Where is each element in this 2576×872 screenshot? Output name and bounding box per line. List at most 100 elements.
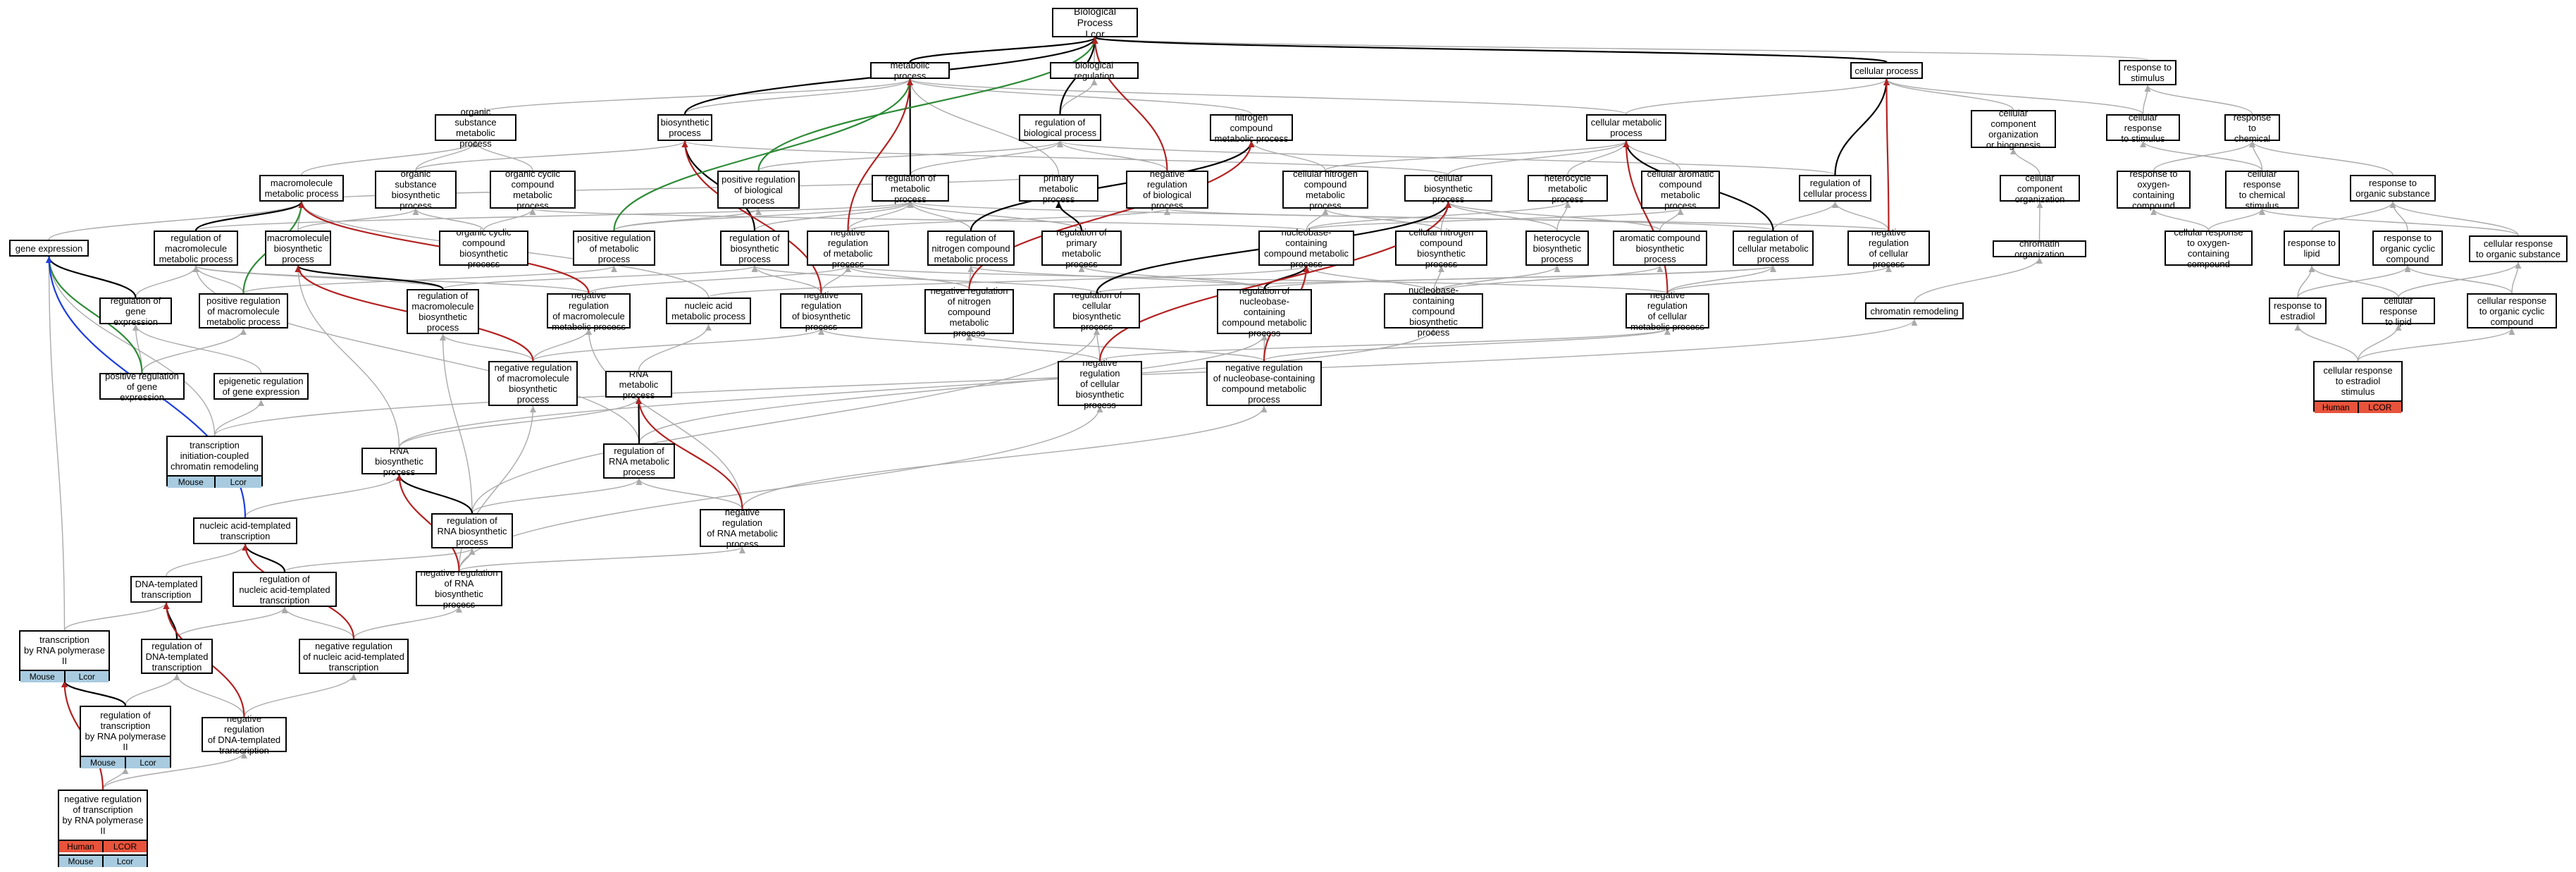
node-label: cellular response to oxygen-containing c… bbox=[2174, 227, 2243, 269]
go-node-reg-macro-met[interactable]: regulation of macromolecule metabolic pr… bbox=[154, 231, 238, 266]
go-node-n-met[interactable]: nitrogen compound metabolic process bbox=[1210, 112, 1293, 144]
go-node-bp[interactable]: Biological Process Lcor bbox=[1052, 6, 1138, 39]
go-node-epi-reg[interactable]: epigenetic regulation of gene expression bbox=[213, 373, 309, 400]
go-node-reg-dna-tx[interactable]: regulation of DNA-templated transcriptio… bbox=[141, 639, 213, 674]
go-node-reg-cell-bios[interactable]: regulation of cellular biosynthetic proc… bbox=[1053, 290, 1140, 332]
go-node-chrom-remod[interactable]: chromatin remodeling bbox=[1865, 302, 1964, 319]
go-node-nb-bios[interactable]: nucleobase-containing compound biosynthe… bbox=[1384, 285, 1483, 338]
go-node-arom-bios[interactable]: aromatic compound biosynthetic process bbox=[1613, 231, 1707, 266]
go-node-reg-bio[interactable]: regulation of biological process bbox=[1019, 114, 1101, 141]
go-node-cell-resp-chem[interactable]: cellular response to chemical stimulus bbox=[2225, 168, 2299, 211]
go-node-cell-resp-oxy[interactable]: cellular response to oxygen-containing c… bbox=[2165, 227, 2253, 269]
go-node-nb-met[interactable]: nucleobase-containing compound metabolic… bbox=[1258, 227, 1354, 269]
go-node-reg-n-met[interactable]: regulation of nitrogen compound metaboli… bbox=[927, 231, 1015, 266]
node-label: response to estradiol bbox=[2274, 300, 2322, 321]
go-node-tic-chrom[interactable]: transcription initiation-coupled chromat… bbox=[166, 436, 263, 488]
go-node-resp-orgsub[interactable]: response to organic substance bbox=[2350, 175, 2436, 202]
go-node-reg-cell[interactable]: regulation of cellular process bbox=[1799, 175, 1871, 202]
go-node-cell-arom-met[interactable]: cellular aromatic compound metabolic pro… bbox=[1641, 168, 1720, 211]
go-node-neg-reg-bio[interactable]: negative regulation of biological proces… bbox=[1126, 168, 1208, 211]
go-node-reg-bios[interactable]: regulation of biosynthetic process bbox=[720, 231, 789, 266]
edge-reg_macro_bios-to-macro_bios bbox=[295, 264, 444, 290]
go-node-resp-stim[interactable]: response to stimulus bbox=[2119, 60, 2176, 85]
go-node-resp-oxy[interactable]: response to oxygen-containing compound bbox=[2117, 168, 2191, 211]
go-node-resp-estradiol[interactable]: response to estradiol bbox=[2269, 297, 2327, 324]
go-node-neg-reg-rna-met[interactable]: negative regulation of RNA metabolic pro… bbox=[700, 507, 785, 549]
go-node-bioreg[interactable]: biological regulation bbox=[1050, 60, 1139, 81]
go-node-gene-expr[interactable]: gene expression bbox=[9, 240, 89, 257]
go-node-macro-bios[interactable]: macromolecule biosynthetic process bbox=[265, 231, 331, 266]
go-node-cellular[interactable]: cellular process bbox=[1850, 62, 1923, 79]
edge-neg_reg_dna_tx-to-reg_dna_tx bbox=[173, 673, 245, 718]
go-node-resp-orgcyc[interactable]: response to organic cyclic compound bbox=[2372, 231, 2443, 266]
go-node-ccob[interactable]: cellular component organization or bioge… bbox=[1971, 108, 2056, 150]
go-node-chrom-org[interactable]: chromatin organization bbox=[1993, 238, 2086, 259]
go-node-neg-reg-macro-bios[interactable]: negative regulation of macromolecule bio… bbox=[488, 361, 578, 406]
go-node-hetcyc-met[interactable]: heterocycle metabolic process bbox=[1528, 173, 1608, 204]
go-node-cell-met[interactable]: cellular metabolic process bbox=[1586, 114, 1666, 141]
go-node-orgcyc-bios[interactable]: organic cyclic compound biosynthetic pro… bbox=[439, 227, 528, 269]
go-node-neg-reg-met[interactable]: negative regulation of metabolic process bbox=[807, 227, 889, 269]
go-node-neg-reg-cell-met[interactable]: negative regulation of cellular metaboli… bbox=[1626, 290, 1709, 332]
go-node-rna-met[interactable]: RNA metabolic process bbox=[605, 369, 672, 400]
go-node-hetcyc-bios[interactable]: heterocycle biosynthetic process bbox=[1525, 231, 1589, 266]
go-node-neg-reg-bios[interactable]: negative regulation of biosynthetic proc… bbox=[780, 290, 862, 332]
go-node-na-met[interactable]: nucleic acid metabolic process bbox=[666, 297, 751, 324]
go-node-neg-reg-tx-pol2[interactable]: negative regulation of transcription by … bbox=[58, 790, 148, 867]
go-node-neg-reg-dna-tx[interactable]: negative regulation of DNA-templated tra… bbox=[202, 713, 287, 756]
go-node-neg-reg-macro-met[interactable]: negative regulation of macromolecule met… bbox=[547, 290, 631, 332]
edge-reg_dna_tx-to-dna_tx bbox=[163, 602, 178, 639]
go-node-rna-bios[interactable]: RNA biosynthetic process bbox=[361, 446, 437, 477]
go-node-neg-reg-cell-bios[interactable]: negative regulation of cellular biosynth… bbox=[1058, 357, 1142, 410]
go-node-metabolic[interactable]: metabolic process bbox=[870, 60, 950, 81]
go-node-reg-rna-bios[interactable]: regulation of RNA biosynthetic process bbox=[431, 513, 513, 548]
go-node-reg-met[interactable]: regulation of metabolic process bbox=[872, 173, 949, 204]
go-node-resp-lipid[interactable]: response to lipid bbox=[2284, 231, 2340, 266]
edge-neg_reg_bio-to-reg_bio bbox=[1057, 140, 1168, 171]
go-node-neg-reg-n-met[interactable]: negative regulation of nitrogen compound… bbox=[924, 285, 1014, 338]
go-node-na-tx[interactable]: nucleic acid-templated transcription bbox=[193, 517, 297, 544]
go-node-orgsub-met[interactable]: organic substance metabolic process bbox=[435, 106, 516, 149]
go-node-cell-resp-lipid[interactable]: cellular response to lipid bbox=[2362, 295, 2435, 327]
go-node-dna-tx[interactable]: DNA-templated transcription bbox=[130, 576, 202, 603]
node-label: nucleobase-containing compound metabolic… bbox=[1264, 227, 1349, 269]
go-node-cell-n-met[interactable]: cellular nitrogen compound metabolic pro… bbox=[1282, 168, 1368, 211]
go-node-pos-reg-macro-met[interactable]: positive regulation of macromolecule met… bbox=[199, 293, 288, 328]
go-node-prim-met[interactable]: primary metabolic process bbox=[1019, 173, 1098, 204]
go-node-neg-reg-cell[interactable]: negative regulation of cellular process bbox=[1847, 227, 1930, 269]
go-node-pos-reg-gene-expr[interactable]: positive regulation of gene expression bbox=[99, 371, 185, 403]
go-node-cell-n-bios[interactable]: cellular nitrogen compound biosynthetic … bbox=[1395, 227, 1487, 269]
node-label: regulation of biological process bbox=[1023, 117, 1097, 138]
go-node-reg-macro-bios[interactable]: regulation of macromolecule biosynthetic… bbox=[407, 289, 479, 334]
go-node-pos-reg-met[interactable]: positive regulation of metabolic process bbox=[573, 231, 655, 266]
go-node-cell-bios[interactable]: cellular biosynthetic process bbox=[1404, 173, 1492, 204]
node-label: response to organic cyclic compound bbox=[2379, 232, 2436, 264]
go-node-reg-cell-met[interactable]: regulation of cellular metabolic process bbox=[1733, 231, 1814, 266]
go-node-neg-reg-rna-bios[interactable]: negative regulation of RNA biosynthetic … bbox=[416, 567, 502, 610]
edge-resp_estradiol-to-resp_lipid bbox=[2297, 265, 2315, 298]
go-node-neg-reg-na-tx[interactable]: negative regulation of nucleic acid-temp… bbox=[299, 639, 409, 674]
go-node-reg-tx-pol2[interactable]: regulation of transcription by RNA polym… bbox=[80, 706, 171, 768]
node-label: negative regulation of DNA-templated tra… bbox=[207, 713, 281, 756]
go-node-cell-resp-orgcyc[interactable]: cellular response to organic cyclic comp… bbox=[2467, 293, 2557, 328]
node-label: negative regulation of nitrogen compound… bbox=[930, 285, 1008, 338]
go-node-neg-reg-nb-met[interactable]: negative regulation of nucleobase-contai… bbox=[1206, 361, 1322, 406]
go-node-reg-na-tx[interactable]: regulation of nucleic acid-templated tra… bbox=[233, 572, 337, 607]
go-node-reg-gene-expr[interactable]: regulation of gene expression bbox=[99, 295, 172, 327]
go-node-cc-org[interactable]: cellular component organization bbox=[2000, 173, 2080, 204]
edge-metabolic-to-bp bbox=[909, 36, 1098, 63]
go-node-cell-resp-stim[interactable]: cellular response to stimulus bbox=[2106, 112, 2180, 144]
go-node-orgcyc-met[interactable]: organic cyclic compound metabolic proces… bbox=[490, 168, 576, 211]
go-node-reg-prim-met[interactable]: regulation of primary metabolic process bbox=[1041, 227, 1122, 269]
edge-neg_reg_macro_bios-to-neg_reg_bios bbox=[532, 328, 824, 362]
go-node-cell-resp-orgsub[interactable]: cellular response to organic substance bbox=[2469, 235, 2568, 262]
go-node-reg-nb-met[interactable]: regulation of nucleobase-containing comp… bbox=[1217, 285, 1312, 338]
go-node-resp-chem[interactable]: response to chemical bbox=[2224, 112, 2280, 144]
go-node-orgsub-bios[interactable]: organic substance biosynthetic process bbox=[375, 168, 457, 211]
go-node-pos-reg-bio[interactable]: positive regulation of biological proces… bbox=[717, 171, 800, 209]
go-node-reg-rna-met[interactable]: regulation of RNA metabolic process bbox=[603, 443, 675, 479]
go-node-macro-met[interactable]: macromolecule metabolic process bbox=[259, 175, 344, 202]
go-node-biosynth[interactable]: biosynthetic process bbox=[657, 114, 712, 141]
